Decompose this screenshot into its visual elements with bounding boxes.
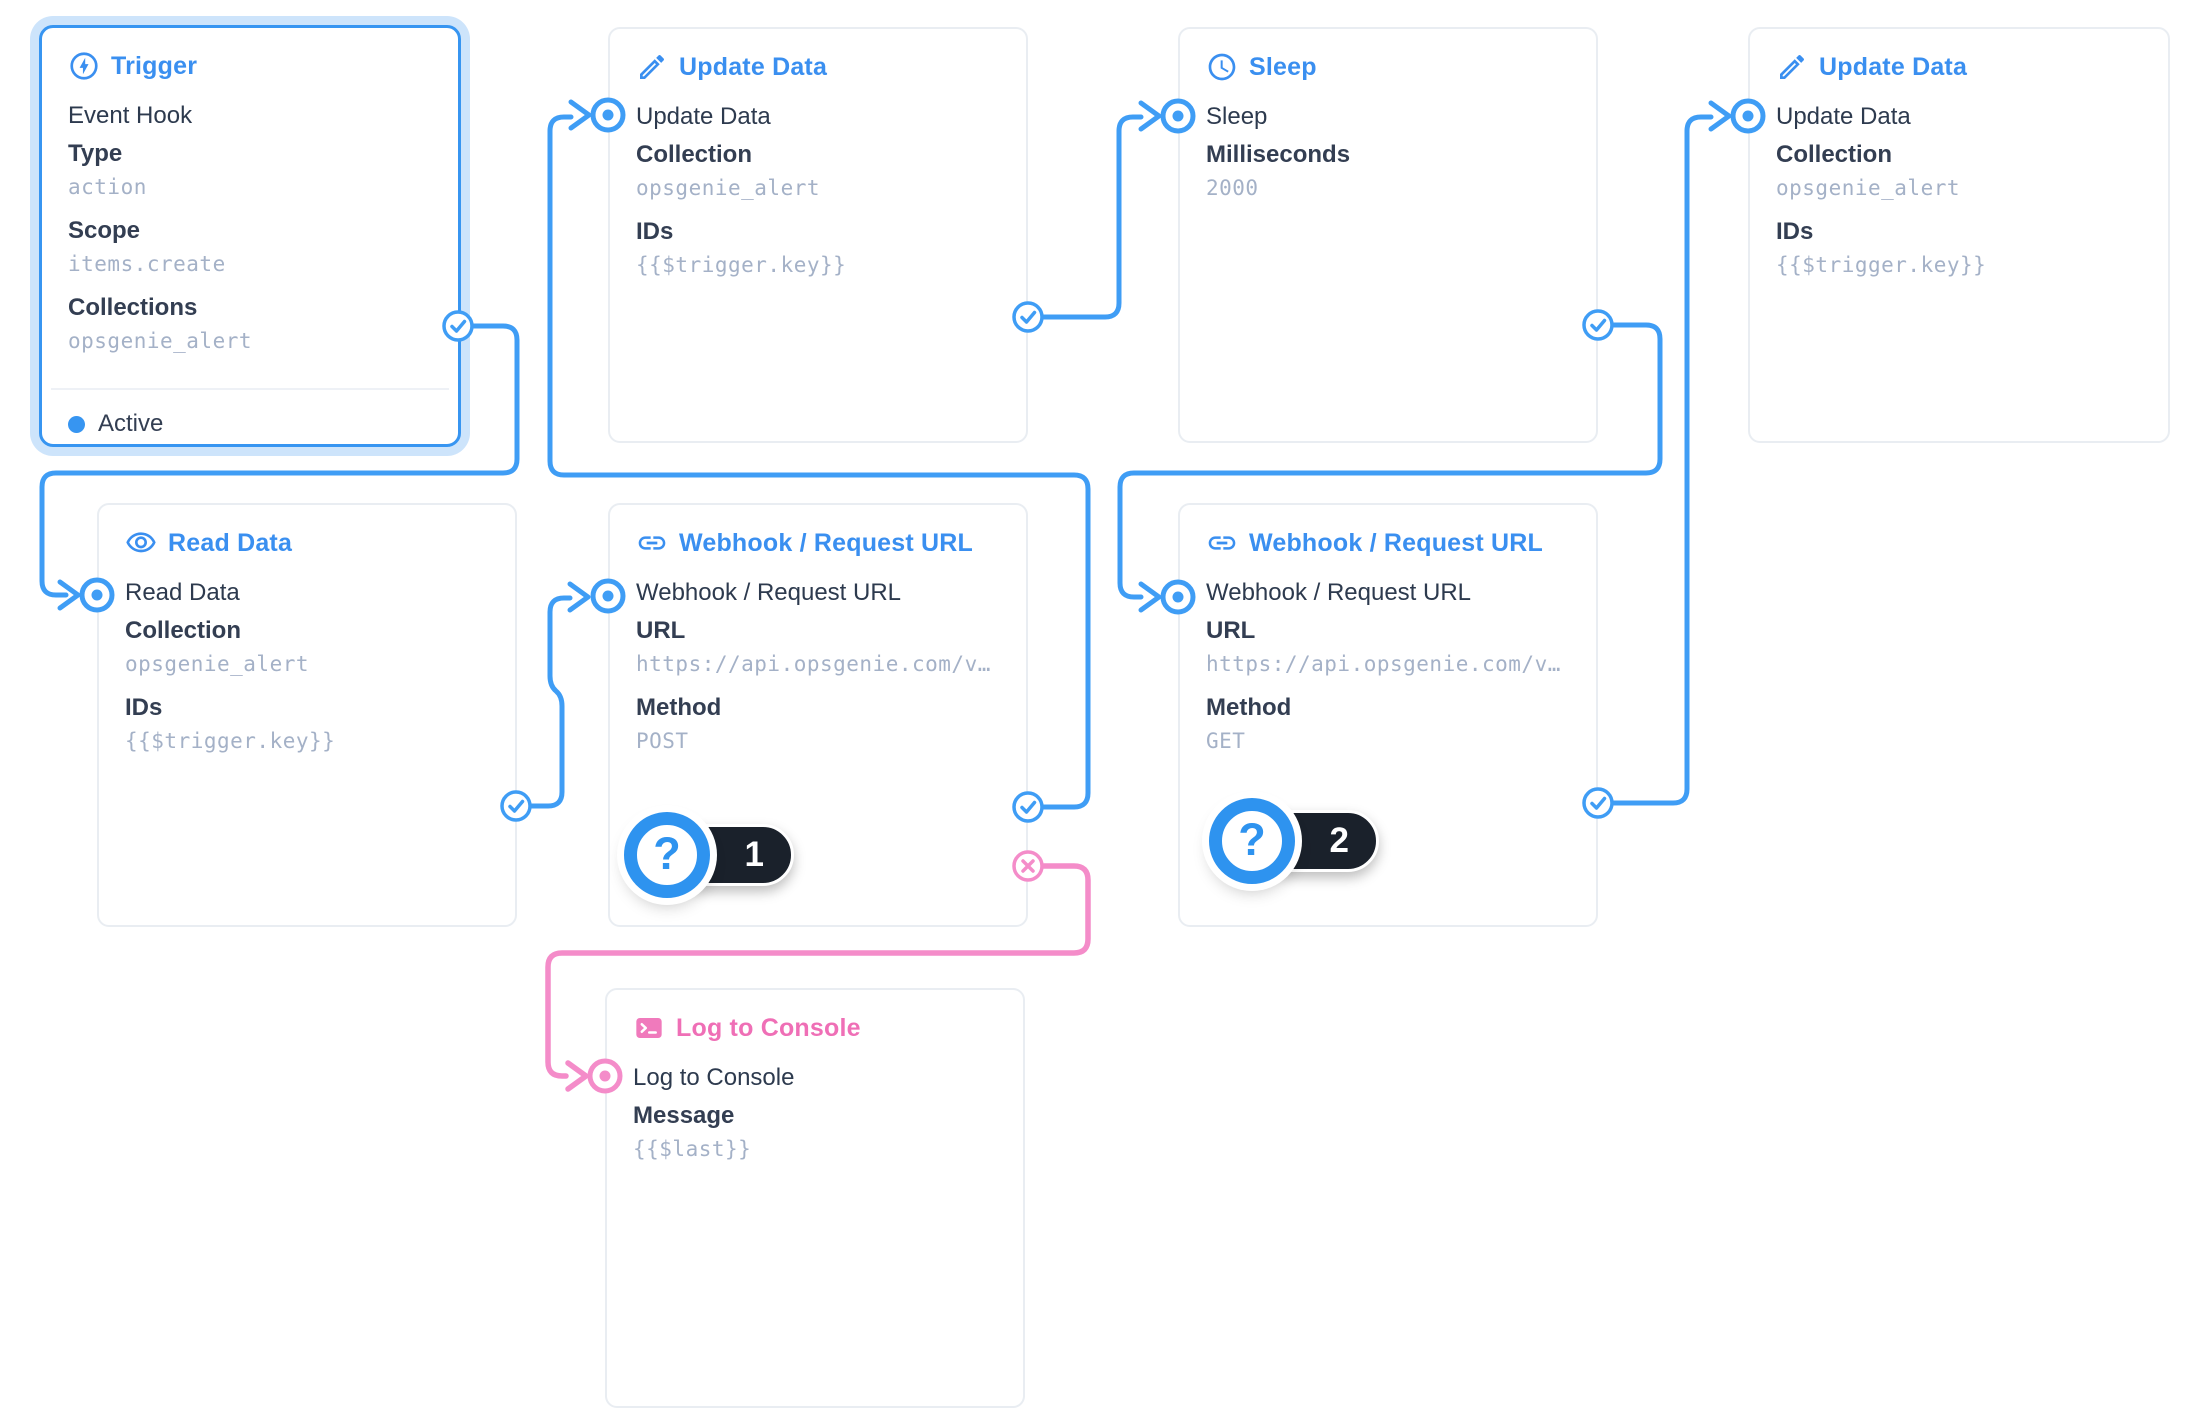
node-name: Update Data bbox=[636, 103, 771, 130]
field-value: https://api.opsgenie.com/v… bbox=[636, 652, 991, 676]
arrowhead-icon bbox=[1138, 100, 1162, 132]
pencil-icon bbox=[1776, 51, 1808, 83]
node-header: Webhook / Request URL bbox=[636, 527, 1000, 559]
node-title: Log to Console bbox=[676, 1013, 861, 1042]
arrowhead-icon bbox=[568, 99, 592, 131]
question-badge-button[interactable]: ? bbox=[1209, 798, 1295, 884]
badge-count: 2 bbox=[1329, 821, 1349, 860]
status-badge: Active bbox=[98, 410, 164, 437]
node-title: Sleep bbox=[1249, 52, 1317, 81]
terminal-icon bbox=[633, 1012, 665, 1044]
node-title: Update Data bbox=[1819, 52, 1968, 81]
operation-result-badge-1: 1 ? bbox=[624, 812, 804, 902]
pencil-icon bbox=[636, 51, 668, 83]
field-value: GET bbox=[1206, 729, 1246, 753]
field-label: Scope bbox=[68, 217, 141, 244]
arrowhead-icon bbox=[565, 1060, 589, 1092]
field-label: IDs bbox=[636, 218, 674, 245]
node-header: Sleep bbox=[1206, 51, 1570, 83]
arrowhead-icon bbox=[57, 579, 81, 611]
field-label: Milliseconds bbox=[1206, 141, 1351, 168]
wire-update-data-1-to-sleep bbox=[1041, 114, 1144, 320]
field-value: https://api.opsgenie.com/v… bbox=[1206, 652, 1561, 676]
field-label: Collection bbox=[125, 617, 242, 644]
link-icon bbox=[636, 527, 668, 559]
node-card-update-data-1[interactable]: Update Data Update Data Collection opsgen… bbox=[608, 27, 1028, 443]
node-header: Webhook / Request URL bbox=[1206, 527, 1570, 559]
status-row: Active bbox=[68, 406, 163, 442]
node-header: Log to Console bbox=[633, 1012, 997, 1044]
wire-read-data-to-webhook-post bbox=[529, 595, 573, 809]
node-card-sleep[interactable]: Sleep Sleep Milliseconds 2000 bbox=[1178, 27, 1598, 443]
node-card-trigger[interactable]: Trigger Event Hook Type action Scope items… bbox=[39, 25, 461, 447]
node-card-update-data-2[interactable]: Update Data Update Data Collection opsgen… bbox=[1748, 27, 2170, 443]
node-name: Read Data bbox=[125, 579, 240, 606]
field-value: opsgenie_alert bbox=[68, 329, 253, 353]
field-value: 2000 bbox=[1206, 176, 1259, 200]
field-value: items.create bbox=[68, 252, 226, 276]
node-header: Update Data bbox=[636, 51, 1000, 83]
field-label: URL bbox=[636, 617, 686, 644]
node-header: Trigger bbox=[68, 50, 432, 82]
node-header: Read Data bbox=[125, 527, 489, 559]
field-label: Message bbox=[633, 1102, 735, 1129]
arrowhead-icon bbox=[567, 581, 591, 613]
field-label: Collections bbox=[68, 294, 198, 321]
field-label: Method bbox=[1206, 694, 1292, 721]
node-header: Update Data bbox=[1776, 51, 2142, 83]
node-card-log-to-console[interactable]: Log to Console Log to Console Message {{$… bbox=[605, 988, 1025, 1408]
field-label: Type bbox=[68, 140, 123, 167]
node-name: Event Hook bbox=[68, 102, 193, 129]
question-badge-button[interactable]: ? bbox=[624, 812, 710, 898]
node-title: Update Data bbox=[679, 52, 828, 81]
field-value: action bbox=[68, 175, 147, 199]
field-value: {{$last}} bbox=[633, 1137, 752, 1161]
link-icon bbox=[1206, 527, 1238, 559]
field-label: Collection bbox=[1776, 141, 1893, 168]
node-title: Read Data bbox=[168, 528, 293, 557]
question-icon: ? bbox=[1238, 813, 1266, 865]
node-title: Trigger bbox=[111, 51, 198, 80]
node-name: Log to Console bbox=[633, 1064, 795, 1091]
field-value: {{$trigger.key}} bbox=[125, 729, 336, 753]
field-value: opsgenie_alert bbox=[636, 176, 821, 200]
eye-icon bbox=[125, 527, 157, 559]
node-name: Update Data bbox=[1776, 103, 1911, 130]
field-value: opsgenie_alert bbox=[125, 652, 310, 676]
field-label: Collection bbox=[636, 141, 753, 168]
arrowhead-icon bbox=[1138, 581, 1162, 613]
wire-webhook-get-to-update-data-2 bbox=[1611, 114, 1714, 806]
field-value: POST bbox=[636, 729, 689, 753]
field-label: URL bbox=[1206, 617, 1256, 644]
question-icon: ? bbox=[653, 827, 681, 879]
node-name: Webhook / Request URL bbox=[1206, 579, 1472, 606]
field-label: Method bbox=[636, 694, 722, 721]
arrowhead-icon bbox=[1708, 100, 1732, 132]
clock-icon bbox=[1206, 51, 1238, 83]
field-value: {{$trigger.key}} bbox=[1776, 253, 1987, 277]
node-title: Webhook / Request URL bbox=[679, 528, 974, 557]
field-value: opsgenie_alert bbox=[1776, 176, 1961, 200]
operation-result-badge-2: 2 ? bbox=[1209, 798, 1389, 888]
node-title: Webhook / Request URL bbox=[1249, 528, 1544, 557]
active-dot-icon bbox=[68, 415, 85, 433]
node-card-read-data[interactable]: Read Data Read Data Collection opsgenie_a… bbox=[97, 503, 517, 927]
field-label: IDs bbox=[125, 694, 163, 721]
node-name: Webhook / Request URL bbox=[636, 579, 902, 606]
badge-count: 1 bbox=[744, 835, 764, 874]
field-label: IDs bbox=[1776, 218, 1814, 245]
divider bbox=[51, 388, 449, 390]
bolt-circle-icon bbox=[68, 50, 100, 82]
field-value: {{$trigger.key}} bbox=[636, 253, 847, 277]
node-name: Sleep bbox=[1206, 103, 1268, 130]
